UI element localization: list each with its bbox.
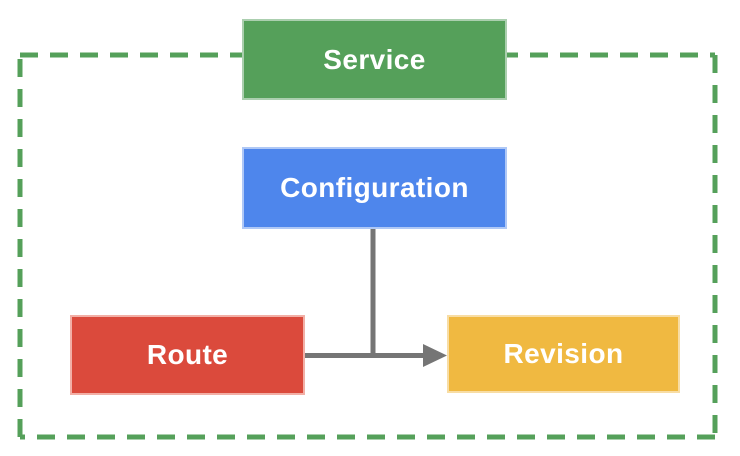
arrowhead-icon [423, 344, 447, 367]
configuration-node: Configuration [242, 147, 507, 229]
service-node: Service [242, 19, 507, 100]
revision-node-label: Revision [503, 338, 624, 369]
revision-node: Revision [447, 315, 680, 393]
route-node: Route [70, 315, 305, 395]
service-node-label: Service [323, 43, 426, 75]
configuration-node-label: Configuration [280, 172, 469, 203]
route-node-label: Route [146, 339, 229, 370]
